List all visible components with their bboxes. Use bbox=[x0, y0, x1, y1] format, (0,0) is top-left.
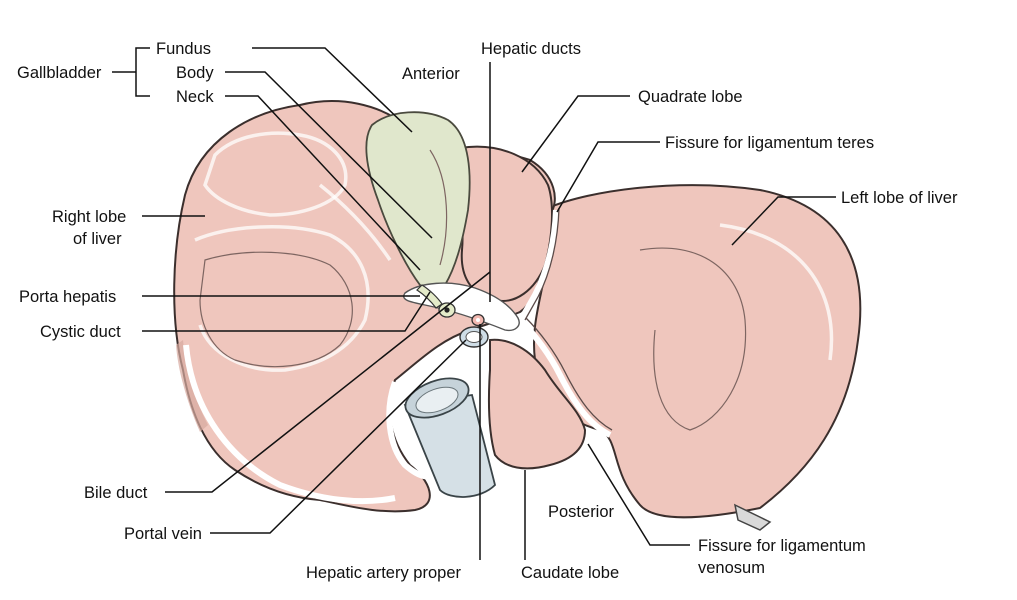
ivc-groove-rim bbox=[386, 380, 443, 480]
cystic-duct-shape bbox=[416, 284, 443, 309]
label-neck: Neck bbox=[176, 88, 214, 106]
left-lobe-ligament-tip bbox=[733, 503, 772, 531]
label-left-lobe: Left lobe of liver bbox=[841, 189, 958, 207]
fissure-venosum-edge bbox=[525, 317, 613, 431]
label-posterior: Posterior bbox=[548, 503, 615, 521]
label-right-lobe-line2: of liver bbox=[73, 230, 122, 248]
leader-lines bbox=[112, 47, 836, 560]
left-lobe-shape bbox=[533, 184, 862, 519]
label-fissure-ligamentum-teres: Fissure for ligamentum teres bbox=[665, 134, 874, 152]
label-fundus: Fundus bbox=[156, 40, 211, 58]
left-lobe-impression bbox=[639, 247, 747, 431]
label-body: Body bbox=[176, 64, 214, 82]
label-bile-duct: Bile duct bbox=[84, 484, 148, 502]
label-caudate-lobe: Caudate lobe bbox=[521, 564, 619, 582]
label-porta-hepatis: Porta hepatis bbox=[19, 288, 116, 306]
right-lobe-inferior-rim bbox=[183, 344, 396, 505]
gallbladder-inner-line bbox=[429, 149, 448, 266]
label-fissure-ligamentum-venosum-line2: venosum bbox=[698, 559, 765, 577]
label-hepatic-ducts: Hepatic ducts bbox=[481, 40, 581, 58]
label-anterior: Anterior bbox=[402, 65, 460, 83]
right-lobe-contour-1 bbox=[203, 131, 348, 217]
label-gallbladder: Gallbladder bbox=[17, 64, 102, 82]
label-quadrate-lobe: Quadrate lobe bbox=[638, 88, 743, 106]
vena-cava-inner bbox=[415, 386, 459, 414]
label-right-lobe-line1: Right lobe bbox=[52, 208, 126, 226]
labels: Gallbladder Fundus Body Neck Anterior He… bbox=[17, 40, 958, 582]
fissure-teres-white bbox=[519, 209, 559, 320]
vena-cava-shape bbox=[403, 393, 496, 498]
label-cystic-duct: Cystic duct bbox=[40, 323, 121, 341]
portal-vein-lumen bbox=[465, 331, 483, 343]
caudate-lobe-shape bbox=[487, 338, 587, 470]
fissure-teres-edge bbox=[524, 207, 560, 321]
bile-duct-lumen bbox=[444, 307, 450, 313]
label-portal-vein: Portal vein bbox=[124, 525, 202, 543]
fissure-venosum-white bbox=[519, 319, 612, 438]
hepatic-artery-lumen bbox=[476, 318, 480, 322]
quadrate-lobe-shape bbox=[457, 145, 553, 302]
label-hepatic-artery-proper: Hepatic artery proper bbox=[306, 564, 461, 582]
label-fissure-ligamentum-venosum-line1: Fissure for ligamentum bbox=[698, 537, 866, 555]
liver-illustration bbox=[173, 100, 862, 531]
right-lobe-contour-2 bbox=[194, 225, 370, 372]
left-lobe-highlight bbox=[719, 223, 834, 361]
right-lobe-renal-impression bbox=[199, 251, 353, 368]
right-lobe-contour-3 bbox=[318, 183, 392, 261]
